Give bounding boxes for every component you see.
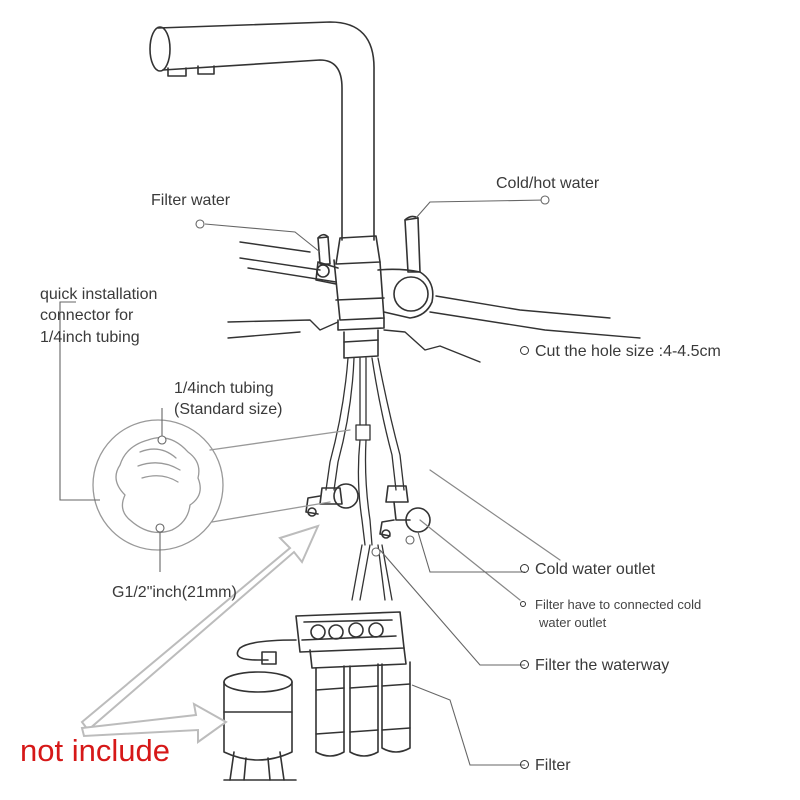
ring-bullet-icon — [520, 660, 529, 669]
not-include-label: not include — [20, 733, 170, 768]
supply-hoses — [325, 357, 405, 546]
cold-hot-water-label: Cold/hot water — [496, 175, 600, 192]
filter-note-line1: Filter have to connected cold — [520, 597, 702, 613]
ring-bullet-icon — [520, 346, 529, 355]
dot-bullet-icon — [520, 601, 526, 607]
not-include-arrows — [80, 524, 320, 744]
leader-lines — [59, 199, 546, 766]
filter-water-label: Filter water — [151, 192, 231, 209]
filter-label: Filter — [520, 757, 571, 775]
cut-hole-text: Cut the hole size :4-4.5cm — [535, 343, 721, 360]
tubing-label-line2: (Standard size) — [174, 401, 283, 418]
filter-note-line2: water outlet — [539, 615, 607, 630]
quick-connector-label-line1: quick installation — [40, 286, 158, 303]
angle-valve-right — [379, 485, 431, 539]
faucet-body — [315, 235, 434, 359]
callout-circles — [155, 195, 550, 557]
cold-hot-handle — [404, 215, 421, 273]
ring-bullet-icon — [520, 564, 529, 573]
tubing-label-line1: 1/4inch tubing — [174, 380, 274, 397]
filter-waterway-text: Filter the waterway — [535, 657, 670, 674]
quick-connector-label-line2: connector for — [40, 307, 134, 324]
ro-filter-unit — [236, 611, 411, 757]
thread-size-label: G1/2"inch(21mm) — [112, 584, 237, 601]
cut-hole-label: Cut the hole size :4-4.5cm — [520, 343, 721, 361]
ring-bullet-icon — [520, 760, 529, 769]
filter-text: Filter — [535, 757, 571, 774]
connector-magnifier — [92, 419, 351, 551]
quick-connector-label-line3: 1/4inch tubing — [40, 329, 140, 346]
storage-tank — [223, 671, 297, 781]
cold-water-outlet-text: Cold water outlet — [535, 561, 656, 578]
filter-water-handle — [317, 233, 331, 265]
cold-water-outlet-label: Cold water outlet — [520, 561, 655, 579]
faucet-spout — [149, 21, 375, 241]
filter-note-text1: Filter have to connected cold — [535, 597, 702, 612]
filter-waterway-label: Filter the waterway — [520, 657, 669, 675]
countertop-lines — [227, 241, 641, 363]
wall-lines — [419, 469, 561, 601]
angle-valve-left — [305, 483, 359, 517]
